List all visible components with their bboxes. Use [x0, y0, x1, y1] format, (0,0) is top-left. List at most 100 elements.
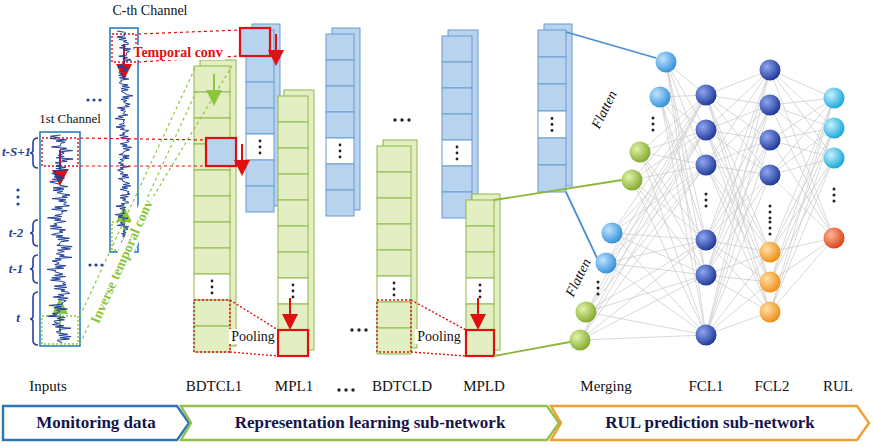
ellipsis-dot — [833, 188, 836, 191]
weight-line — [580, 130, 706, 340]
gap-dot — [456, 158, 459, 161]
gap-dot — [339, 156, 342, 159]
pooling-window — [194, 300, 466, 356]
column-label: MPLD — [463, 378, 505, 395]
column-label: BDTCLD — [372, 378, 432, 395]
ellipsis-dot — [652, 117, 655, 120]
map-gap — [442, 140, 472, 166]
gap-dot — [551, 117, 554, 120]
map-cell — [538, 165, 566, 192]
neuron — [622, 170, 643, 191]
section-band: Representation learning sub-network — [179, 404, 561, 442]
pooling-label: Pooling — [229, 329, 277, 344]
weight-line — [586, 130, 706, 312]
neuron — [630, 142, 651, 163]
map-cell — [194, 196, 230, 222]
map-cell — [278, 174, 308, 200]
map-cell — [194, 222, 230, 248]
gap-dot — [292, 290, 295, 293]
channel-label: 1st Channel — [37, 112, 103, 126]
map-gap — [326, 138, 354, 164]
map-cell — [194, 66, 230, 92]
map-cell — [194, 326, 230, 352]
map-cell — [278, 226, 308, 252]
chevron-shape — [181, 406, 559, 440]
neuron — [656, 52, 677, 73]
gap-dot — [292, 296, 295, 299]
ellipsis-dot — [705, 193, 708, 196]
direction-arrow — [241, 144, 243, 168]
gap-dot — [393, 288, 396, 291]
gap-dot — [211, 292, 214, 295]
projection-lines — [80, 30, 240, 344]
neuron — [824, 228, 845, 249]
weight-line — [606, 263, 706, 335]
map-cell — [246, 82, 274, 108]
map-gap — [246, 134, 274, 160]
ellipsis-dot — [833, 194, 836, 197]
flatten-label: Flatten — [587, 87, 620, 134]
neuron — [824, 148, 845, 169]
neuron — [760, 130, 781, 151]
ellipsis-dot — [597, 287, 600, 290]
gap-dot — [211, 286, 214, 289]
direction-arrow — [213, 74, 215, 98]
map-cell — [326, 112, 354, 138]
map-cell — [326, 34, 354, 60]
ellipsis-dot — [652, 129, 655, 132]
band-title: RUL prediction sub-network — [605, 413, 814, 433]
weight-line — [632, 180, 706, 335]
map-cell — [194, 92, 230, 118]
signal-trace — [47, 31, 133, 343]
map-cell — [442, 166, 472, 192]
neuron — [760, 95, 781, 116]
map-cell — [326, 60, 354, 86]
gap-dot — [456, 146, 459, 149]
map-cell — [442, 88, 472, 114]
map-gap — [377, 276, 411, 302]
column-label: FCL1 — [688, 378, 723, 395]
weight-line — [706, 175, 770, 275]
gap-dot — [393, 282, 396, 285]
neuron — [696, 120, 717, 141]
gap-dot — [211, 280, 214, 283]
map-cell — [466, 226, 494, 252]
map-cell — [377, 172, 411, 198]
neuron — [696, 155, 717, 176]
weight-line — [632, 180, 706, 275]
weight-line — [580, 275, 706, 340]
band-title: Monitoring data — [36, 413, 155, 433]
neuron — [650, 87, 671, 108]
neuron — [696, 325, 717, 346]
column-label: Inputs — [29, 378, 67, 395]
weight-line — [706, 70, 770, 165]
map-cell — [246, 108, 274, 134]
neuron — [570, 330, 591, 351]
map-cell — [194, 300, 230, 326]
neuron — [760, 242, 781, 263]
ellipsis-dot — [769, 221, 772, 224]
weight-line — [612, 95, 706, 233]
map-cell — [326, 190, 354, 216]
map-cell — [326, 164, 354, 190]
channel-label: C-th Channel — [112, 3, 187, 18]
signal-trace — [115, 31, 133, 248]
map-cell — [194, 248, 230, 274]
channel-box — [40, 132, 80, 346]
neuron — [760, 302, 781, 323]
gap-dot — [259, 152, 262, 155]
weight-line — [706, 105, 770, 165]
weight-line — [706, 252, 770, 335]
map-cell — [246, 56, 274, 82]
weight-line — [706, 130, 770, 282]
map-cell — [278, 304, 308, 330]
map-cell — [278, 200, 308, 226]
weight-line — [586, 240, 706, 312]
time-label: t — [16, 311, 20, 325]
gap-dot — [479, 290, 482, 293]
map-cell — [466, 330, 494, 356]
map-cell — [278, 252, 308, 278]
pooling-label: Pooling — [415, 329, 463, 344]
map-cell — [246, 186, 274, 212]
gap-dot — [393, 294, 396, 297]
